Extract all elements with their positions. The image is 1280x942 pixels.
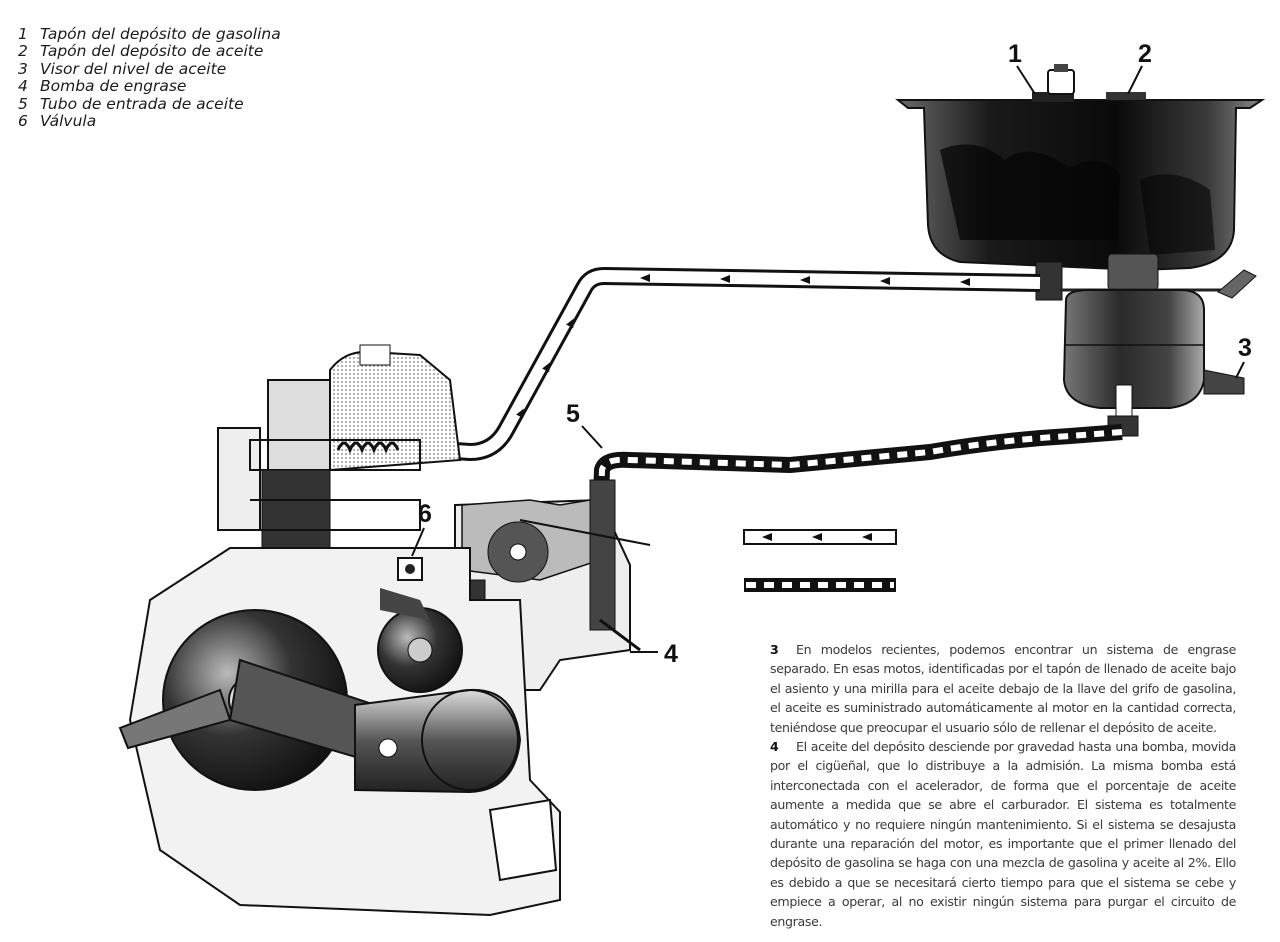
- oil-reservoir: [1035, 253, 1257, 437]
- engine-crankcase: [118, 547, 561, 917]
- legend-item: 1 Tapón del depósito de gasolina: [18, 25, 338, 43]
- legend-item: 2 Tapón del depósito de aceite: [18, 42, 338, 61]
- legend-number: 5: [18, 94, 28, 113]
- callout-6-leader: [411, 527, 425, 557]
- fuel-tank: [895, 64, 1266, 272]
- legend-number: 2: [18, 42, 28, 61]
- callout-2: 2: [1138, 40, 1152, 68]
- callout-5-leader: [581, 425, 603, 449]
- legend-item: 4 Bomba de engrase: [18, 77, 338, 96]
- pipe-key: [743, 529, 897, 592]
- callout-6: 6: [418, 500, 432, 528]
- legend-number: 1: [18, 25, 28, 43]
- key-fuel-pipe: [743, 529, 897, 545]
- callout-1: 1: [1008, 40, 1022, 68]
- legend-label: Tubo de entrada de aceite: [40, 94, 244, 113]
- callout-5: 5: [566, 400, 580, 428]
- key-oil-pipe: [744, 578, 896, 592]
- legend-item: 3 Visor del nivel de aceite: [18, 59, 338, 78]
- fuel-pipe: [439, 267, 1041, 461]
- legend-label: Válvula: [40, 112, 97, 131]
- paragraph-text: El aceite del depósito desciende por gra…: [770, 739, 1236, 929]
- callout-1-leader: [1016, 65, 1036, 95]
- oil-valve: [397, 557, 423, 581]
- legend-item: 5 Tubo de entrada de aceite: [18, 94, 338, 113]
- legend: 1 Tapón del depósito de gasolina 2 Tapón d…: [18, 25, 338, 131]
- paragraph-number: 4: [770, 739, 779, 755]
- callout-4: 4: [664, 640, 678, 668]
- paragraph-text: En modelos recientes, podemos encontrar …: [770, 642, 1236, 735]
- legend-number: 6: [18, 112, 28, 131]
- carburettor: [217, 344, 462, 561]
- oil-pipe: [592, 424, 1123, 521]
- legend-item: 6 Válvula: [18, 112, 338, 131]
- callout-3: 3: [1238, 334, 1252, 362]
- paragraph-number: 3: [770, 642, 779, 657]
- legend-number: 3: [18, 59, 28, 78]
- legend-label: Bomba de engrase: [40, 77, 187, 96]
- legend-label: Visor del nivel de aceite: [40, 59, 227, 78]
- callout-3-leader: [1235, 361, 1245, 379]
- legend-label: Tapón del depósito de gasolina: [40, 25, 281, 43]
- legend-number: 4: [18, 77, 28, 96]
- callout-2-leader: [1127, 65, 1143, 95]
- legend-label: Tapón del depósito de aceite: [40, 42, 264, 61]
- callouts: 1 2 3 4 5 6: [411, 40, 1252, 668]
